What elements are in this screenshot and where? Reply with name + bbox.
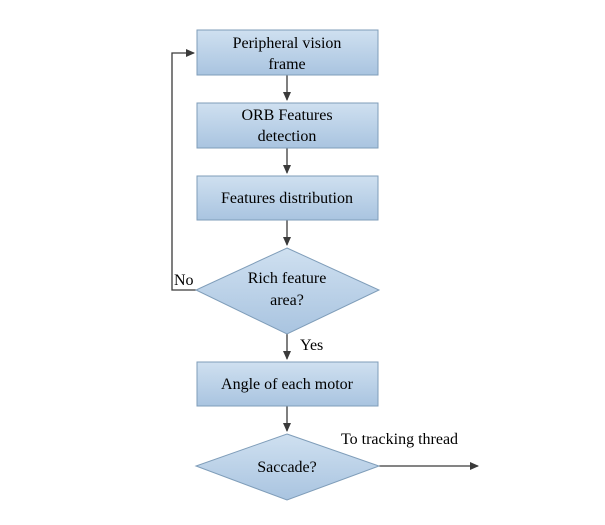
node-distribution-box xyxy=(196,175,379,221)
decision-rich-line-1: Rich feature xyxy=(248,270,327,287)
node-angle-box xyxy=(196,361,379,407)
decision-rich-feature-area: Rich feature area? xyxy=(194,247,381,335)
node-peripheral-vision-frame: Peripheral vision frame xyxy=(196,29,379,76)
node-peripheral-line-2: frame xyxy=(268,56,305,73)
decision-saccade-line-1: Saccade? xyxy=(257,459,317,476)
decision-rich-diamond xyxy=(194,247,381,335)
node-angle-line-1: Angle of each motor xyxy=(221,376,354,393)
node-peripheral-line-1: Peripheral vision xyxy=(233,35,342,52)
connectors xyxy=(171,49,479,470)
node-orb-features-detection: ORB Features detection xyxy=(196,102,379,149)
label-to-tracking-thread: To tracking thread xyxy=(341,431,458,448)
node-orb-box xyxy=(196,102,379,149)
label-no: No xyxy=(174,272,194,289)
node-peripheral-box xyxy=(196,29,379,76)
decision-saccade: Saccade? xyxy=(194,433,381,501)
node-distribution-line-1: Features distribution xyxy=(221,190,353,207)
edge-rich-no-loop xyxy=(171,49,196,291)
node-angle-of-each-motor: Angle of each motor xyxy=(196,361,379,407)
node-orb-line-1: ORB Features xyxy=(241,107,332,124)
decision-rich-line-2: area? xyxy=(270,292,304,309)
node-features-distribution: Features distribution xyxy=(196,175,379,221)
label-yes: Yes xyxy=(300,337,323,354)
node-orb-line-2: detection xyxy=(258,128,317,145)
decision-saccade-diamond xyxy=(194,433,381,501)
